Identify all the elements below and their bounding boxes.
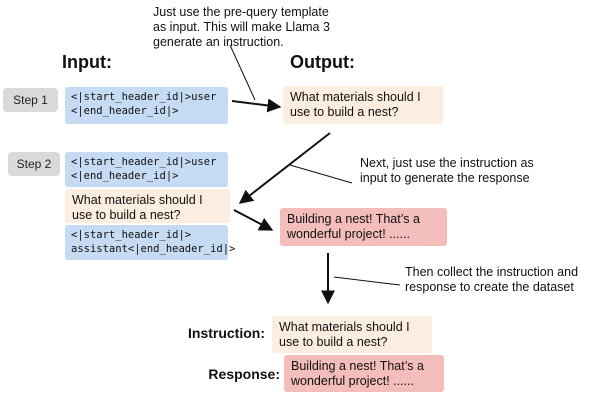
step2-input-instruction: What materials should I use to build a n…	[65, 189, 230, 223]
dataset-response-text: Building a nest! That’s a wonderful proj…	[284, 355, 444, 392]
input-heading: Input:	[62, 52, 112, 72]
step1-output-instruction: What materials should I use to build a n…	[283, 86, 443, 124]
top-annotation: Just use the pre-query template as input…	[153, 5, 330, 49]
middle-annotation: Next, just use the instruction as input …	[360, 156, 534, 185]
instruction-feedback-arrow	[238, 132, 331, 204]
step2-arrow	[233, 209, 274, 231]
top-note-pointer-line	[229, 44, 256, 101]
step2-badge: Step 2	[8, 152, 60, 176]
step1-badge: Step 1	[3, 88, 58, 112]
instruction-label: Instruction:	[188, 325, 265, 341]
dataset-instruction-text: What materials should I use to build a n…	[272, 316, 432, 353]
middle-note-pointer-line	[289, 164, 353, 184]
bottom-annotation: Then collect the instruction and respons…	[405, 265, 579, 294]
step1-arrow	[231, 98, 282, 113]
step1-input-template: <|start_header_id|>user <|end_header_id|…	[65, 87, 228, 124]
output-heading: Output:	[290, 52, 355, 72]
step2-input-template-bottom: <|start_header_id|> assistant<|end_heade…	[65, 225, 235, 260]
step2-input-template-top: <|start_header_id|>user <|end_header_id|…	[65, 152, 228, 187]
response-label: Response:	[208, 366, 280, 382]
step2-output-response: Building a nest! That’s a wonderful proj…	[280, 208, 447, 246]
bottom-note-pointer-line	[333, 276, 401, 286]
